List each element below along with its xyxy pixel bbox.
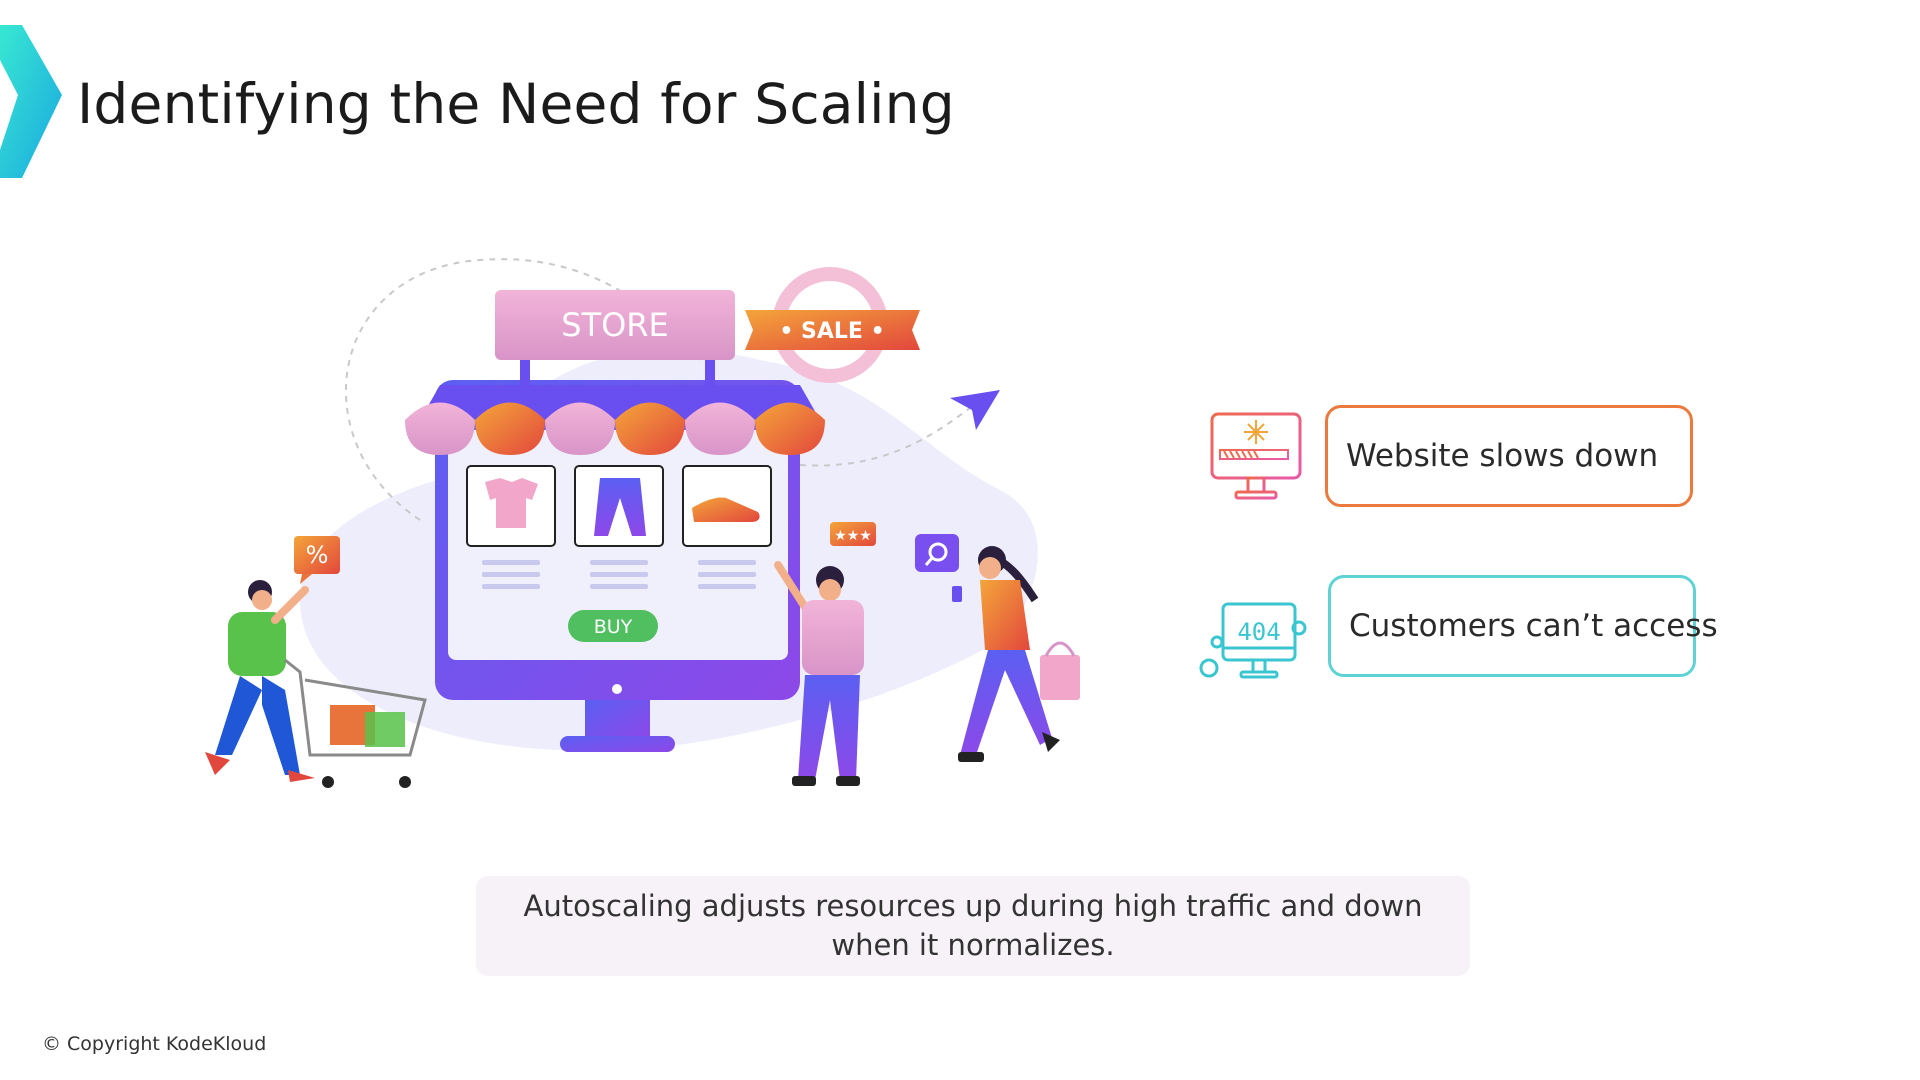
store-sign-label: STORE — [561, 306, 669, 344]
customer-with-bag — [952, 546, 1080, 762]
sale-badge-label: • SALE • — [779, 319, 884, 344]
shirt-icon — [485, 478, 538, 528]
issue-customers-cant-access: Customers can’t access — [1328, 575, 1718, 677]
pants-icon — [594, 478, 646, 536]
page-title: Identifying the Need for Scaling — [77, 72, 955, 136]
search-bubble-icon — [915, 534, 959, 572]
logo-chevron-icon — [0, 25, 62, 178]
issue-label: Website slows down — [1346, 438, 1659, 474]
monitor-404-icon: 404 — [1199, 602, 1307, 679]
issue-website-slows-down: Website slows down — [1325, 405, 1693, 507]
rating-bubble-label: ★★★ — [834, 528, 872, 544]
caption-line-1: Autoscaling adjusts resources up during … — [523, 889, 1423, 923]
shoe-icon — [692, 497, 760, 522]
buy-button-label: BUY — [594, 616, 633, 638]
monitor-loading-icon — [1210, 412, 1302, 500]
customer-pointing — [774, 561, 864, 786]
paper-plane-icon — [950, 390, 1000, 430]
shopper-with-cart — [205, 580, 427, 788]
percent-bubble-label: % — [306, 541, 329, 569]
caption-box: Autoscaling adjusts resources up during … — [476, 876, 1470, 976]
error-404-text: 404 — [1237, 618, 1280, 646]
copyright-text: © Copyright KodeKloud — [42, 1033, 267, 1055]
caption-line-2: when it normalizes. — [831, 928, 1115, 962]
issue-label: Customers can’t access — [1349, 608, 1718, 644]
store-illustration: STORE • SALE • BUY % ★★★ — [205, 258, 1080, 788]
